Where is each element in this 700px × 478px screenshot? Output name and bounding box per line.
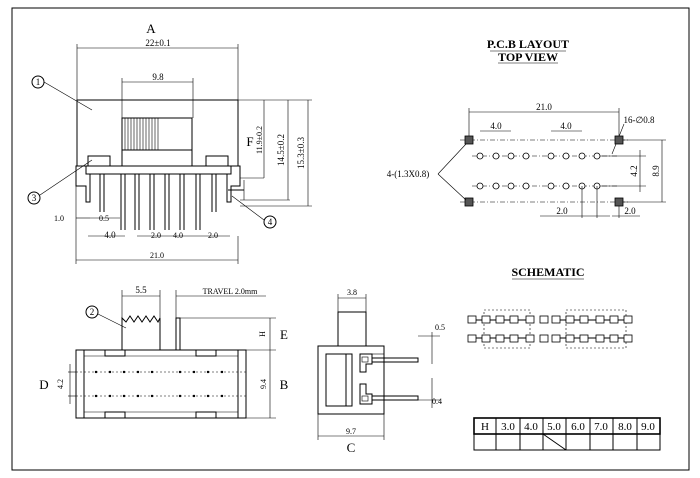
- view-label-b: B: [280, 377, 289, 392]
- dim-4-0-b: 4.0: [173, 231, 183, 240]
- pcb-dim-4-0-a: 4.0: [490, 121, 502, 131]
- view-label-a: A: [146, 21, 156, 36]
- h-table-header: H: [481, 421, 489, 433]
- pcb-dim-4-0-b: 4.0: [560, 121, 572, 131]
- front-view: 5.5 TRAVEL 2.0mm: [39, 285, 289, 419]
- dim-9-4: 9.4: [259, 379, 268, 389]
- pcb-dim-4-2: 4.2: [629, 165, 639, 176]
- dim-actuator-width: 9.8: [152, 72, 164, 82]
- dim-4-0-a: 4.0: [104, 230, 116, 240]
- h-table-value-6: 9.0: [641, 421, 655, 433]
- h-table-value-5: 8.0: [618, 421, 632, 433]
- dim-9-7: 9.7: [346, 427, 356, 436]
- top-view: A 22±0.1 9.8: [27, 21, 312, 264]
- dim-3-8: 3.8: [347, 288, 357, 297]
- h-table: H 3.0 4.0 5.0 6.0 7.0 8.0 9.0: [473, 417, 661, 451]
- view-label-d: D: [39, 377, 48, 392]
- dim-21-0: 21.0: [150, 251, 164, 260]
- pcb-slots-label: 4-(1.3X0.8): [387, 169, 430, 179]
- view-label-f: F: [246, 134, 253, 149]
- dim-side-0-5: 0.5: [435, 323, 445, 332]
- dim-side-0-4: 0.4: [432, 397, 442, 406]
- dim-1-0: 1.0: [54, 214, 64, 223]
- dim-height-2: 14.5±0.2: [276, 134, 286, 166]
- dim-2-0-a: 2.0: [151, 231, 161, 240]
- pcb-layout: P.C.B LAYOUT TOP VIEW 21.0 4.0 4.0 16-∅0…: [387, 37, 666, 218]
- pcb-dim-2-0-b: 2.0: [624, 206, 636, 216]
- pcb-holes-label: 16-∅0.8: [623, 115, 655, 125]
- dim-height-3: 15.3±0.3: [296, 137, 306, 169]
- dim-width-total: 22±0.1: [145, 38, 170, 48]
- view-label-c: C: [347, 440, 356, 455]
- drawing-border: [11, 7, 690, 471]
- dim-2-0-b: 2.0: [208, 231, 218, 240]
- dim-0-5: 0.5: [99, 214, 109, 223]
- pcb-dim-2-0-a: 2.0: [556, 206, 568, 216]
- schematic-title: SCHEMATIC: [511, 265, 584, 279]
- dim-4-2-front: 4.2: [56, 379, 65, 389]
- callout-4: 4: [268, 217, 273, 227]
- h-table-value-1: 4.0: [524, 421, 538, 433]
- h-table-value-0: 3.0: [501, 421, 515, 433]
- h-table-value-2: 5.0: [547, 421, 561, 433]
- callout-2: 2: [90, 307, 95, 317]
- side-view: 3.8 0.5 0.4 9.7 C: [317, 288, 445, 455]
- callout-1: 1: [36, 77, 41, 87]
- travel-label: TRAVEL 2.0mm: [203, 287, 258, 296]
- dim-5-5: 5.5: [135, 285, 147, 295]
- schematic: SCHEMATIC: [467, 265, 633, 349]
- pcb-dim-21-0: 21.0: [536, 102, 552, 112]
- pcb-title: P.C.B LAYOUT: [487, 37, 569, 51]
- callout-3: 3: [32, 193, 37, 203]
- h-table-value-3: 6.0: [571, 421, 585, 433]
- h-table-value-4: 7.0: [594, 421, 608, 433]
- h-dim-label: H: [258, 331, 267, 337]
- view-label-e: E: [280, 327, 288, 342]
- pcb-dim-8-9: 8.9: [651, 165, 661, 177]
- dim-height-1: 11.9±0.2: [255, 126, 264, 154]
- pcb-subtitle: TOP VIEW: [498, 50, 558, 64]
